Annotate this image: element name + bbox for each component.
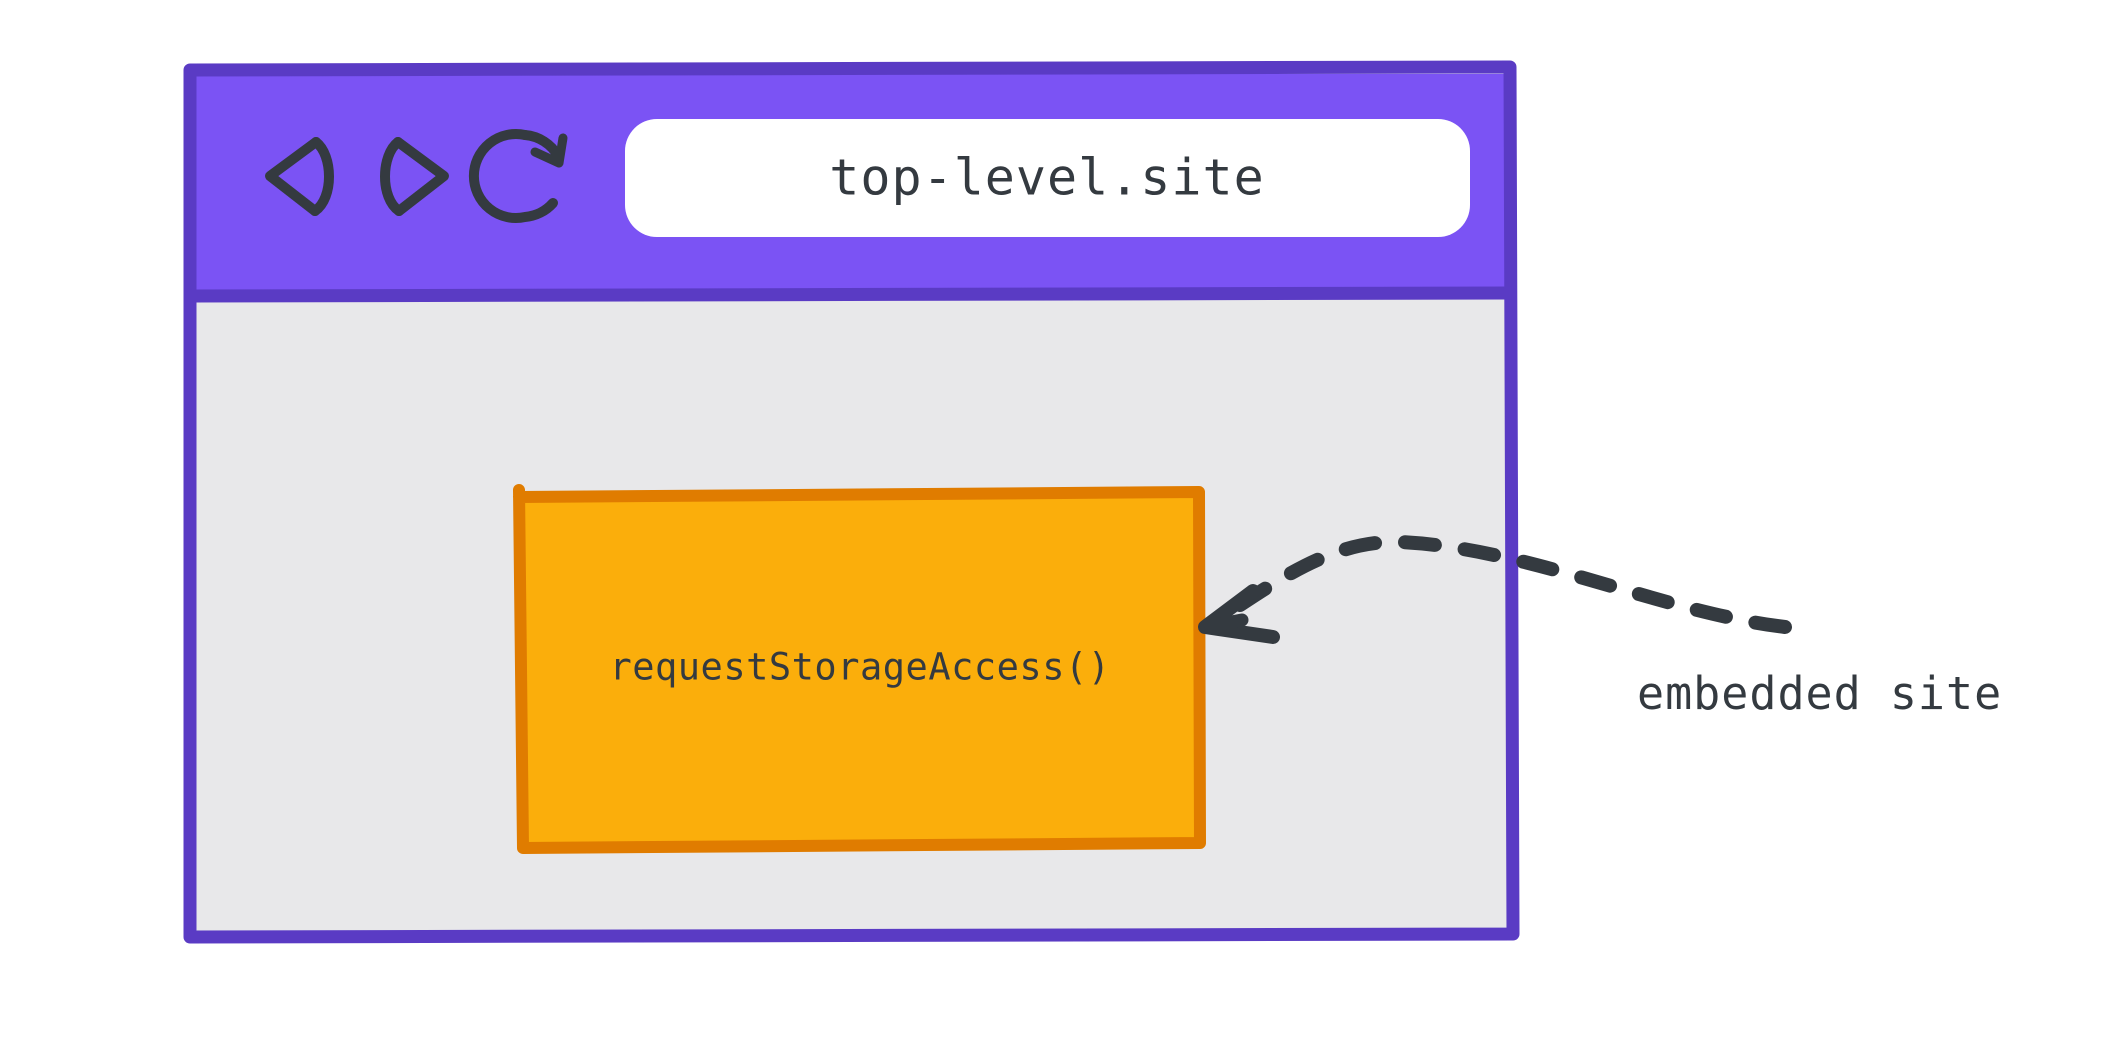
browser-frame-border	[183, 60, 1520, 944]
address-bar[interactable]: top-level.site	[625, 119, 1470, 237]
toolbar-separator	[185, 286, 1517, 303]
address-bar-value: top-level.site	[829, 149, 1264, 207]
callout-arrow-line	[1233, 534, 1792, 634]
embedded-frame-fill[interactable]	[521, 497, 1197, 845]
callout-label: embedded site	[1637, 667, 2002, 720]
callout-arrowhead-barb	[1198, 613, 1249, 634]
embedded-frame-label: requestStorageAccess()	[609, 646, 1110, 689]
embedded-frame[interactable]: requestStorageAccess()	[513, 484, 1206, 854]
embedded-frame-border	[513, 484, 1206, 854]
forward-icon[interactable]	[380, 137, 449, 216]
browser-window: top-level.site	[183, 60, 1520, 944]
address-bar-background[interactable]	[625, 119, 1470, 237]
embedded-site-callout: embedded site	[1198, 534, 2002, 720]
reload-icon[interactable]	[468, 129, 568, 223]
back-icon[interactable]	[265, 137, 334, 220]
